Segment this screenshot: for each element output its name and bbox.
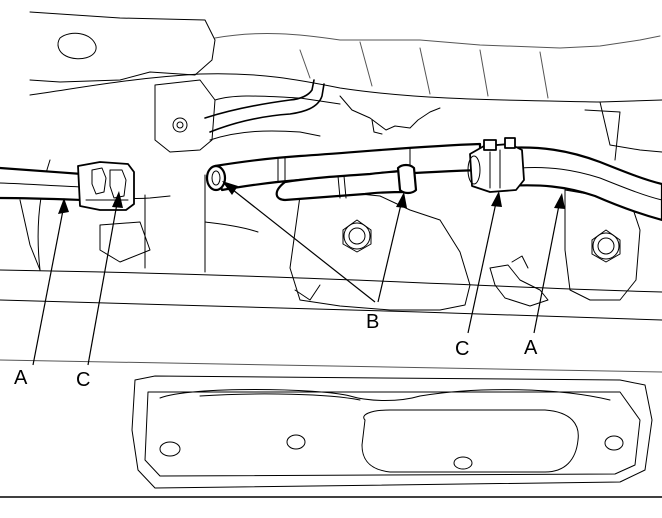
label-b: B bbox=[366, 311, 379, 333]
label-c-left: C bbox=[76, 369, 90, 391]
leader-c-right bbox=[467, 197, 498, 334]
arrowhead-a-left bbox=[58, 198, 69, 214]
leader-b-1 bbox=[227, 185, 376, 303]
leader-a-left bbox=[32, 204, 65, 366]
leader-b-2 bbox=[377, 199, 403, 303]
leader-lines bbox=[32, 181, 565, 366]
body-structure bbox=[0, 11, 662, 498]
hose-a-right bbox=[503, 146, 662, 222]
arrowhead-c-left bbox=[112, 191, 123, 208]
label-a-right: A bbox=[524, 337, 538, 359]
arrowhead-b-2 bbox=[396, 192, 407, 208]
pipe-b-lower bbox=[275, 163, 418, 202]
clamp-c-right bbox=[467, 137, 525, 193]
leader-c-left bbox=[87, 197, 119, 366]
arrowhead-c-right bbox=[491, 191, 502, 207]
clamp-c-left bbox=[77, 161, 135, 211]
label-a-left: A bbox=[14, 367, 28, 389]
arrowhead-a-right bbox=[554, 193, 565, 209]
arrowhead-b-1 bbox=[222, 181, 238, 195]
leader-a-right bbox=[533, 199, 561, 334]
hose-a-left bbox=[0, 166, 84, 202]
label-c-right: C bbox=[455, 338, 469, 360]
